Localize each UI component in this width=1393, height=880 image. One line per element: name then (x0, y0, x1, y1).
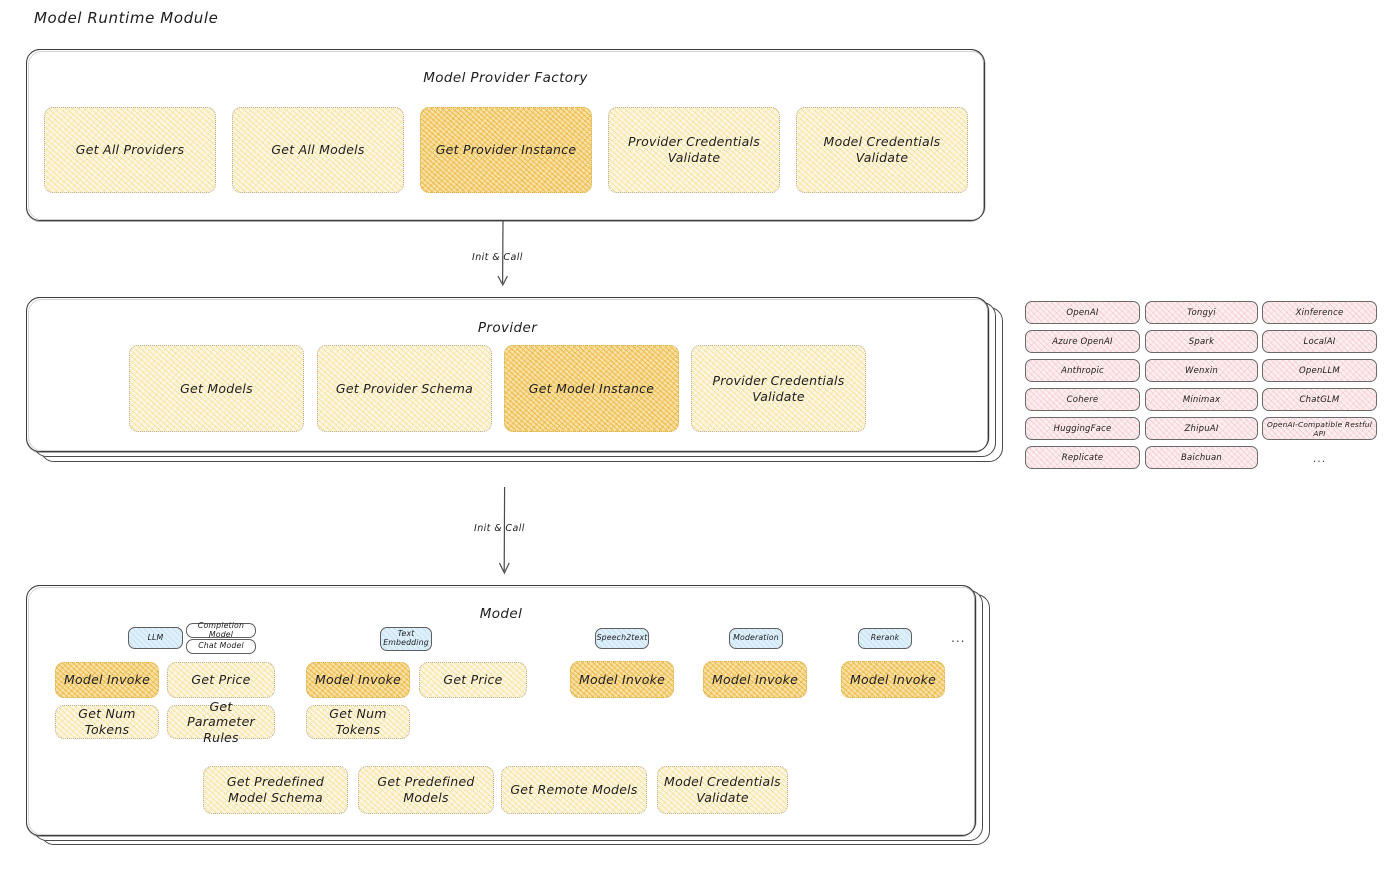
model-badge-rerank[interactable]: Rerank (858, 628, 912, 649)
provider-chip-openai-compatible-restful-api[interactable]: OpenAI-Compatible Restful API (1262, 417, 1377, 440)
llm-method-get-parameter-rules[interactable]: Get Parameter Rules (167, 699, 275, 745)
provider-chip-localai[interactable]: LocalAI (1262, 330, 1377, 353)
model-provider-factory-title: Model Provider Factory (423, 70, 588, 86)
arrow-factory-to-provider-label: Init & Call (472, 252, 523, 263)
model-badge-speech2text[interactable]: Speech2text (595, 628, 649, 649)
provider-chip-replicate[interactable]: Replicate (1025, 446, 1140, 469)
model-badge-text-embedding[interactable]: Text Embedding (380, 627, 432, 651)
provider-chip-openllm[interactable]: OpenLLM (1262, 359, 1377, 382)
model-common-get-remote-models[interactable]: Get Remote Models (501, 766, 647, 814)
arrow-factory-to-provider (497, 221, 508, 287)
provider-list-more-ellipsis: ... (1312, 452, 1327, 465)
factory-box-get-provider-instance[interactable]: Get Provider Instance (420, 107, 592, 193)
provider-chip-openai[interactable]: OpenAI (1025, 301, 1140, 324)
speech2text-method-model-invoke[interactable]: Model Invoke (570, 661, 674, 698)
provider-chip-azure-openai[interactable]: Azure OpenAI (1025, 330, 1140, 353)
model-common-get-predefined-model-schema[interactable]: Get Predefined Model Schema (203, 766, 348, 814)
provider-title: Provider (477, 320, 538, 336)
provider-box-provider-credentials-validate[interactable]: Provider Credentials Validate (691, 345, 866, 432)
arrow-provider-to-model-label: Init & Call (474, 523, 525, 534)
llm-method-get-num-tokens[interactable]: Get Num Tokens (55, 705, 159, 739)
model-groups-more-ellipsis: ... (951, 631, 966, 645)
arrow-provider-to-model (498, 487, 510, 575)
model-badge-chat-model[interactable]: Chat Model (186, 639, 256, 654)
provider-chip-tongyi[interactable]: Tongyi (1145, 301, 1258, 324)
provider-chip-baichuan[interactable]: Baichuan (1145, 446, 1258, 469)
model-title: Model (479, 606, 523, 622)
llm-method-model-invoke[interactable]: Model Invoke (55, 662, 159, 698)
provider-chip-chatglm[interactable]: ChatGLM (1262, 388, 1377, 411)
model-badge-moderation[interactable]: Moderation (729, 628, 783, 649)
provider-chip-zhipuai[interactable]: ZhipuAI (1145, 417, 1258, 440)
moderation-method-model-invoke[interactable]: Model Invoke (703, 661, 807, 698)
page-title: Model Runtime Module (34, 9, 219, 27)
provider-chip-xinference[interactable]: Xinference (1262, 301, 1377, 324)
model-badge-llm[interactable]: LLM (128, 627, 183, 649)
model-common-model-credentials-validate[interactable]: Model Credentials Validate (657, 766, 788, 814)
provider-chip-spark[interactable]: Spark (1145, 330, 1258, 353)
provider-chip-minimax[interactable]: Minimax (1145, 388, 1258, 411)
provider-chip-cohere[interactable]: Cohere (1025, 388, 1140, 411)
provider-box-get-model-instance[interactable]: Get Model Instance (504, 345, 679, 432)
rerank-method-model-invoke[interactable]: Model Invoke (841, 661, 945, 698)
provider-chip-anthropic[interactable]: Anthropic (1025, 359, 1140, 382)
factory-box-provider-credentials-validate[interactable]: Provider Credentials Validate (608, 107, 780, 193)
provider-chip-huggingface[interactable]: HuggingFace (1025, 417, 1140, 440)
text-embedding-method-get-num-tokens[interactable]: Get Num Tokens (306, 705, 410, 739)
llm-method-get-price[interactable]: Get Price (167, 662, 275, 698)
provider-chip-wenxin[interactable]: Wenxin (1145, 359, 1258, 382)
factory-box-get-all-providers[interactable]: Get All Providers (44, 107, 216, 193)
provider-box-get-models[interactable]: Get Models (129, 345, 304, 432)
factory-box-get-all-models[interactable]: Get All Models (232, 107, 404, 193)
model-badge-completion-model[interactable]: Completion Model (186, 621, 256, 638)
model-common-get-predefined-models[interactable]: Get Predefined Models (358, 766, 494, 814)
text-embedding-method-model-invoke[interactable]: Model Invoke (306, 662, 410, 698)
text-embedding-method-get-price[interactable]: Get Price (419, 662, 527, 698)
provider-box-get-provider-schema[interactable]: Get Provider Schema (317, 345, 492, 432)
factory-box-model-credentials-validate[interactable]: Model Credentials Validate (796, 107, 968, 193)
